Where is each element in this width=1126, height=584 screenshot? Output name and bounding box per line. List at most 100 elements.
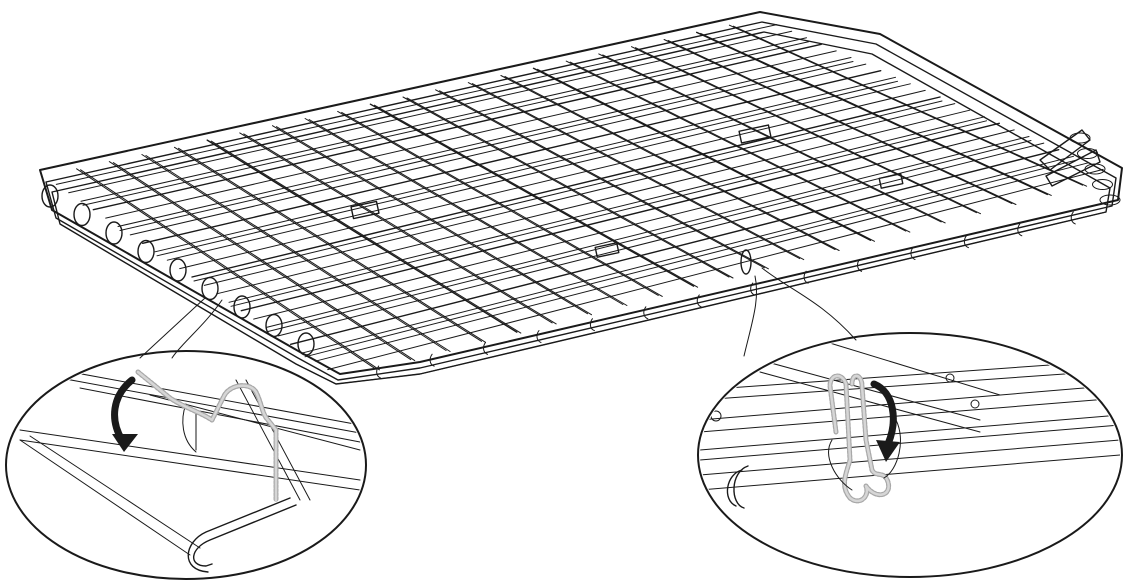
wire-short [206, 139, 518, 333]
detail-hook [193, 504, 297, 567]
front-clip [696, 294, 702, 308]
wire-short [406, 97, 734, 279]
wire-short [337, 110, 659, 296]
wire-short [700, 32, 1052, 196]
latch-block [350, 200, 380, 220]
wire-short [635, 47, 981, 215]
wire-short [602, 54, 946, 224]
detail-rail [759, 359, 981, 421]
wire-short [239, 132, 553, 324]
wire-short [308, 119, 628, 306]
wire-short [435, 89, 765, 269]
detail-rail [700, 454, 1120, 491]
edge-loop [1099, 194, 1121, 206]
rail-end [970, 399, 980, 409]
wire-short [210, 140, 522, 334]
edge-loop [265, 313, 283, 338]
edge-loop [201, 276, 219, 301]
detail-rail [700, 414, 1120, 451]
edge-loop [73, 202, 91, 227]
front-clip [1070, 211, 1076, 225]
right-detail [697, 267, 1123, 578]
detail-rail [59, 369, 361, 426]
wire-short [631, 46, 977, 214]
detail-rail [79, 387, 361, 443]
wire-short [80, 169, 380, 371]
wire-short [598, 53, 942, 223]
front-clips [376, 211, 1076, 379]
rail-end [710, 410, 722, 422]
detail-hook [187, 497, 291, 573]
wire-short [369, 103, 695, 287]
detail-rail [700, 397, 1120, 433]
front-clip [910, 247, 916, 260]
wire-short [373, 104, 699, 288]
wire-long [193, 100, 943, 282]
leader-line [743, 275, 758, 357]
front-clip [857, 258, 863, 272]
crate-layer-3 [51, 31, 1111, 385]
wire-long [82, 41, 809, 206]
wire-short [141, 154, 447, 351]
leader-line [171, 299, 223, 359]
edge-loop [233, 295, 251, 319]
front-clip [963, 235, 969, 249]
edge-loop [41, 184, 59, 208]
wire-short [471, 83, 805, 261]
wire-short [402, 96, 730, 278]
wire-short [569, 61, 911, 233]
wire-long [119, 61, 854, 231]
wire-short [272, 125, 588, 315]
wire-short [565, 60, 907, 232]
wire-short [667, 40, 1017, 205]
detail-rail [59, 377, 361, 434]
wire-grid-short [76, 24, 1088, 371]
detail-rail [700, 384, 1120, 421]
wire-long [156, 80, 898, 257]
wire-short [243, 133, 557, 325]
edge-loop [137, 239, 155, 264]
detail-rail [819, 339, 1001, 396]
wire-short [696, 31, 1049, 196]
detail-rail [700, 424, 1120, 461]
wire-long [304, 159, 1076, 358]
front-clip [429, 353, 435, 367]
folded-crate [39, 11, 1123, 385]
detail-rail [19, 429, 361, 481]
crate-bottom-edge [59, 211, 1107, 385]
detail-wire [235, 379, 301, 501]
wire-short [276, 126, 592, 316]
wire-short [145, 155, 451, 352]
detail-wire [883, 419, 901, 479]
edge-loop [169, 258, 187, 282]
front-clip [1017, 223, 1023, 237]
latch-block [738, 124, 772, 144]
wire-short [178, 147, 486, 343]
detail-rail [19, 439, 361, 491]
front-clip [643, 306, 649, 320]
wire-long [230, 120, 987, 307]
detail-rail [19, 439, 191, 556]
edge-loop [297, 332, 315, 356]
wire-short [341, 111, 663, 297]
detail-rail [700, 439, 1120, 476]
rail-end [945, 373, 955, 383]
wire-short [732, 25, 1088, 187]
wire-long [267, 140, 1032, 332]
rotate-down-arrow-icon [111, 376, 138, 452]
connector-loop [740, 249, 752, 275]
crate-layer-2 [45, 21, 1117, 381]
wire-short [467, 82, 801, 260]
leader-line [761, 267, 857, 341]
leader-line [139, 297, 206, 359]
wire-short [537, 68, 875, 242]
corner-bracket [1045, 149, 1101, 187]
front-clip [589, 318, 595, 332]
edge-loop [105, 221, 123, 245]
edge-loop [1092, 179, 1113, 190]
detail-rail [29, 435, 201, 549]
wire-short [728, 24, 1084, 186]
front-clip [803, 270, 809, 284]
